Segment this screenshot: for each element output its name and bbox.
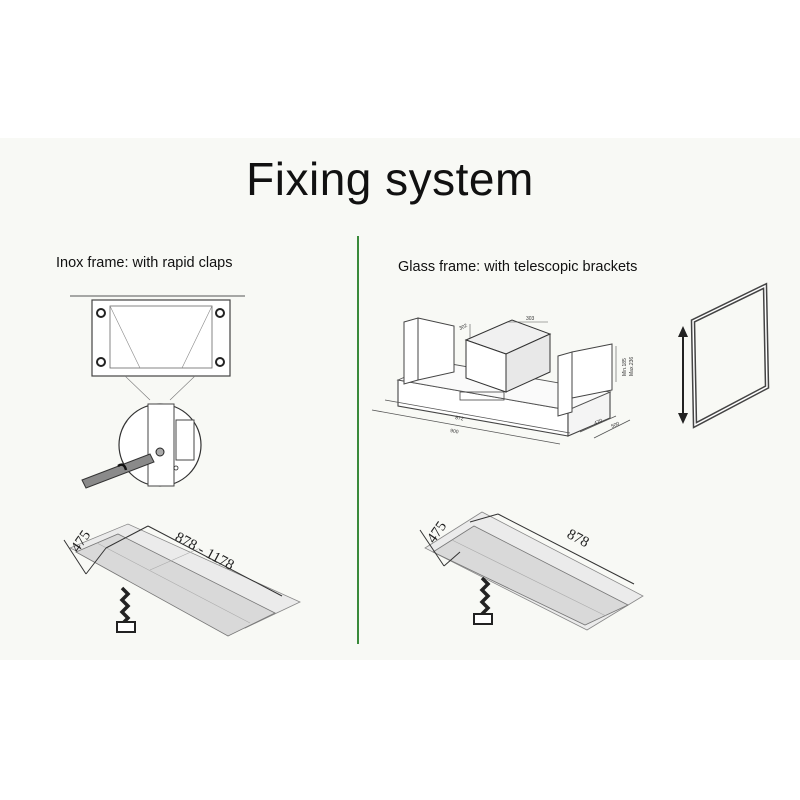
dim-303: 303 — [526, 316, 535, 322]
dim-500: 500 — [610, 421, 620, 430]
dim-302: 302 — [458, 323, 468, 332]
inox-frame-caption: Inox frame: with rapid claps — [56, 255, 233, 271]
glass-board-illustration: 475 878 — [419, 511, 644, 631]
dim-872: 872 — [455, 415, 464, 422]
dim-max-height: Max.236 — [629, 357, 635, 376]
telescopic-bracket-drawing — [678, 282, 770, 429]
dim-900: 900 — [450, 428, 459, 435]
page-title: Fixing system — [246, 153, 534, 205]
inox-frame-drawing — [70, 295, 245, 489]
dim-470: 470 — [593, 418, 603, 427]
inox-board-illustration: 475 878 - 1178 — [63, 523, 301, 637]
glass-length-label: 878 — [564, 526, 591, 551]
glass-frame-caption: Glass frame: with telescopic brackets — [398, 259, 638, 275]
dim-min-height: Min.185 — [622, 358, 628, 376]
glass-frame-drawing: 302 303 872 900 470 500 Min.185 Max.236 — [371, 316, 635, 445]
section-divider — [357, 236, 359, 644]
